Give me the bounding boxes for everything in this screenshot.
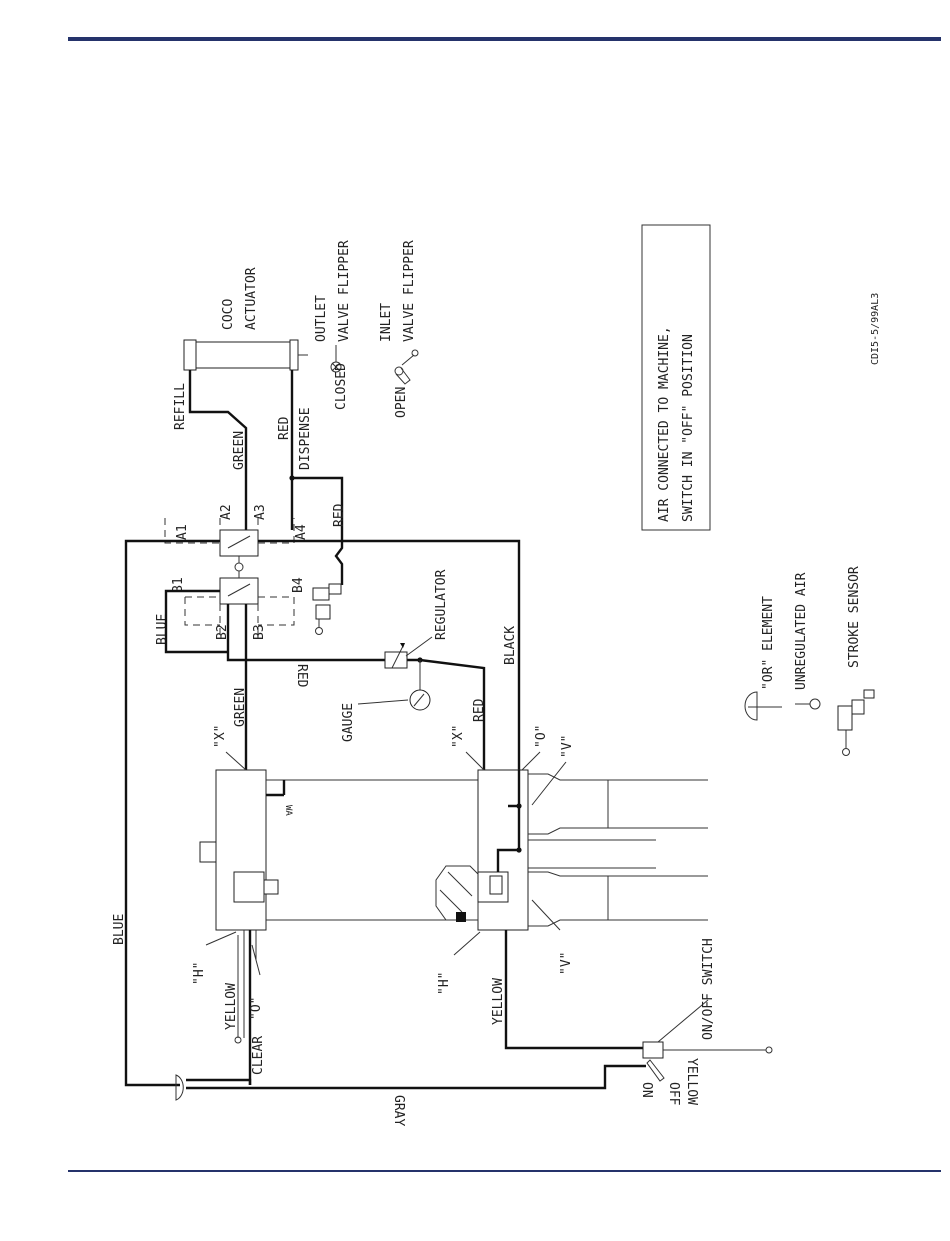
yellow-right-hose <box>504 930 643 1050</box>
label-yellow-right: YELLOW <box>491 978 506 1025</box>
gauge-label: GAUGE <box>341 703 356 742</box>
note-line-2: SWITCH IN "OFF" POSITION <box>681 334 696 522</box>
port-a3: A3 <box>253 504 268 520</box>
marker-h-right: "H" <box>437 972 452 995</box>
inlet-flipper-label-1: INLET <box>379 303 394 342</box>
label-green-top: GREEN <box>232 431 247 470</box>
or-element-icon <box>744 691 782 721</box>
inlet-valve-flipper <box>394 349 419 385</box>
regulator <box>384 643 408 669</box>
legend-or-element: "OR" ELEMENT <box>761 596 776 690</box>
label-red-top: RED <box>277 416 292 440</box>
port-b1: B1 <box>171 577 186 593</box>
marker-v-top: "V" <box>560 735 575 758</box>
outlet-flipper-label-1: OUTLET <box>314 295 329 342</box>
unregulated-air-icon <box>795 698 821 710</box>
or-element-bottom <box>175 1074 184 1101</box>
on-off-switch <box>642 999 773 1082</box>
marker-o-right: "O" <box>534 725 549 748</box>
label-refill: REFILL <box>173 383 188 430</box>
label-dispense: DISPENSE <box>298 407 313 470</box>
label-black: BLACK <box>503 626 518 665</box>
label-yellow-switch: YELLOW <box>684 1058 699 1105</box>
label-red-mid: RED <box>472 698 487 722</box>
outlet-valve-flipper <box>330 345 342 373</box>
main-cylinder <box>199 769 708 1085</box>
coco-actuator <box>183 339 308 371</box>
label-blue-valve: BLUE <box>155 614 170 645</box>
gray-hose <box>186 1064 646 1090</box>
port-b2: B2 <box>215 624 230 640</box>
port-a1: A1 <box>175 524 190 540</box>
regulator-label: REGULATOR <box>434 569 449 640</box>
outlet-flipper-state: CLOSED <box>334 363 349 410</box>
valve-stroke-sensor <box>312 583 342 635</box>
marker-x-right: "X" <box>451 725 466 748</box>
switch-label: ON/OFF SWITCH <box>701 938 716 1040</box>
blue-outer-hose <box>124 539 220 1087</box>
stroke-sensor-icon <box>837 689 875 756</box>
switch-off-label: OFF <box>666 1082 681 1106</box>
marker-h-left: "H" <box>192 962 207 985</box>
note-line-1: AIR CONNECTED TO MACHINE, <box>657 326 672 522</box>
label-blue-left: BLUE <box>112 914 127 945</box>
red-branch-hose <box>290 476 344 585</box>
refill-green-hose <box>188 370 248 478</box>
switch-on-label: ON <box>639 1082 654 1098</box>
valve-block <box>164 518 295 640</box>
header-rule <box>68 37 941 41</box>
inlet-flipper-state: OPEN <box>394 387 409 418</box>
marker-x-left: "X" <box>213 725 228 748</box>
label-red-inverted: RED <box>294 664 309 688</box>
port-a2: A2 <box>219 504 234 520</box>
port-a4: A4 <box>294 524 309 540</box>
footer-rule <box>68 1170 941 1172</box>
black-hose <box>258 539 521 770</box>
actuator-label-1: COCO <box>221 299 236 330</box>
marker-o-left: "O" <box>249 997 264 1020</box>
outlet-flipper-label-2: VALVE FLIPPER <box>337 240 352 342</box>
label-red-right: RED <box>332 503 347 527</box>
label-clear: CLEAR <box>251 1036 266 1075</box>
label-gray: GRAY <box>391 1095 406 1126</box>
note-box <box>641 224 711 531</box>
port-b3: B3 <box>252 624 267 640</box>
label-yellow-left: YELLOW <box>224 983 239 1030</box>
port-b4: B4 <box>291 577 306 593</box>
legend-unregulated-air: UNREGULATED AIR <box>794 572 809 690</box>
blue-valve-hose <box>164 589 228 654</box>
marker-v-bottom: "V" <box>559 952 574 975</box>
legend-stroke-sensor: STROKE SENSOR <box>847 566 862 668</box>
inlet-flipper-label-2: VALVE FLIPPER <box>402 240 417 342</box>
drawing-code: CDI5-5/99AL3 <box>870 293 881 365</box>
gauge <box>409 660 431 711</box>
actuator-label-2: ACTUATOR <box>244 267 259 330</box>
marker-wa: WA <box>283 805 293 816</box>
label-green-mid: GREEN <box>233 688 248 727</box>
